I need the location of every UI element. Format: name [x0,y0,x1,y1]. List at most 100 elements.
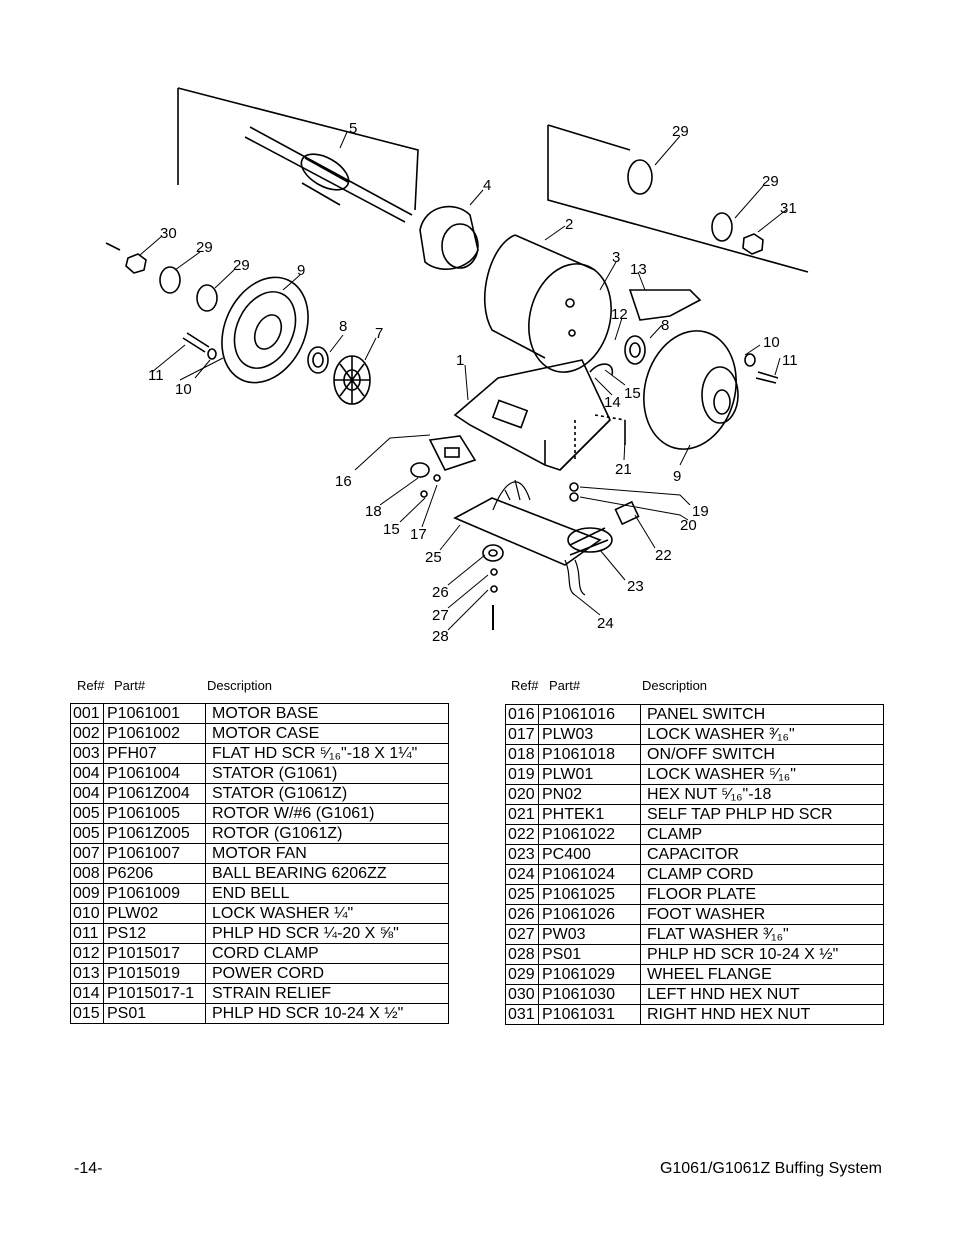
ref-cell: 023 [505,844,539,865]
ref-cell: 022 [505,824,539,845]
ref-cell: 013 [70,963,104,984]
description-cell: MOTOR FAN [205,843,449,864]
description-cell: BALL BEARING 6206ZZ [205,863,449,884]
ref-cell: 024 [505,864,539,885]
callout: 3 [612,249,620,266]
description-cell: FLOOR PLATE [640,884,884,905]
part-number-cell: P1061016 [538,704,641,725]
ref-cell: 026 [505,904,539,925]
callout: 29 [233,257,250,274]
ref-cell: 008 [70,863,104,884]
ref-cell: 004 [70,783,104,804]
description-cell: MOTOR BASE [205,703,449,724]
description-cell: LEFT HND HEX NUT [640,984,884,1005]
callout: 10 [763,334,780,351]
ref-cell: 014 [70,983,104,1004]
callout: 8 [661,317,669,334]
part-number-cell: PS12 [103,923,206,944]
ref-cell: 030 [505,984,539,1005]
description-cell: PHLP HD SCR 10-24 X ½" [640,944,884,965]
description-cell: FLAT HD SCR ⁵⁄₁₆"-18 X 1¼" [205,743,449,764]
callout: 25 [425,549,442,566]
ref-cell: 012 [70,943,104,964]
callout: 7 [375,325,383,342]
callout: 29 [762,173,779,190]
ref-header: Ref# [77,678,105,693]
description-cell: WHEEL FLANGE [640,964,884,985]
callout: 29 [196,239,213,256]
ref-cell: 025 [505,884,539,905]
callout: 12 [611,306,628,323]
ref-cell: 010 [70,903,104,924]
ref-cell: 015 [70,1003,104,1024]
callout: 13 [630,261,647,278]
callout: 11 [782,352,798,369]
ref-cell: 005 [70,823,104,844]
callout: 30 [160,225,177,242]
part-number-cell: PLW01 [538,764,641,785]
part-number-cell: P1061024 [538,864,641,885]
callout: 31 [780,200,797,217]
part-number-cell: PHTEK1 [538,804,641,825]
ref-cell: 028 [505,944,539,965]
description-cell: LOCK WASHER ⁵⁄₁₆" [640,764,884,785]
part-number-cell: P1061001 [103,703,206,724]
part-header: Part# [114,678,146,693]
part-number-cell: PN02 [538,784,641,805]
ref-cell: 001 [70,703,104,724]
part-number-cell: P1061Z005 [103,823,206,844]
part-number-cell: PS01 [103,1003,206,1024]
exploded-parts-diagram: 5 4 2 3 13 12 8 15 14 1 29 29 31 30 29 2… [105,87,809,645]
part-number-cell: P1061Z004 [103,783,206,804]
description-cell: POWER CORD [205,963,449,984]
callout: 28 [432,628,449,645]
callout: 9 [297,262,305,279]
callout: 4 [483,177,491,194]
description-cell: SELF TAP PHLP HD SCR [640,804,884,825]
part-header: Part# [549,678,581,693]
part-number-cell: P6206 [103,863,206,884]
ref-cell: 029 [505,964,539,985]
callout: 19 [692,503,709,520]
callout: 26 [432,584,449,601]
description-cell: PANEL SWITCH [640,704,884,725]
part-number-cell: PS01 [538,944,641,965]
ref-cell: 011 [70,923,104,944]
ref-cell: 027 [505,924,539,945]
description-cell: PHLP HD SCR 10-24 X ½" [205,1003,449,1024]
part-number-cell: PFH07 [103,743,206,764]
description-cell: CLAMP CORD [640,864,884,885]
callout: 15 [383,521,400,538]
callout: 5 [349,120,357,137]
description-cell: STATOR (G1061) [205,763,449,784]
callout: 22 [655,547,672,564]
callout: 11 [148,367,164,384]
ref-cell: 004 [70,763,104,784]
part-number-cell: P1061005 [103,803,206,824]
ref-cell: 018 [505,744,539,765]
